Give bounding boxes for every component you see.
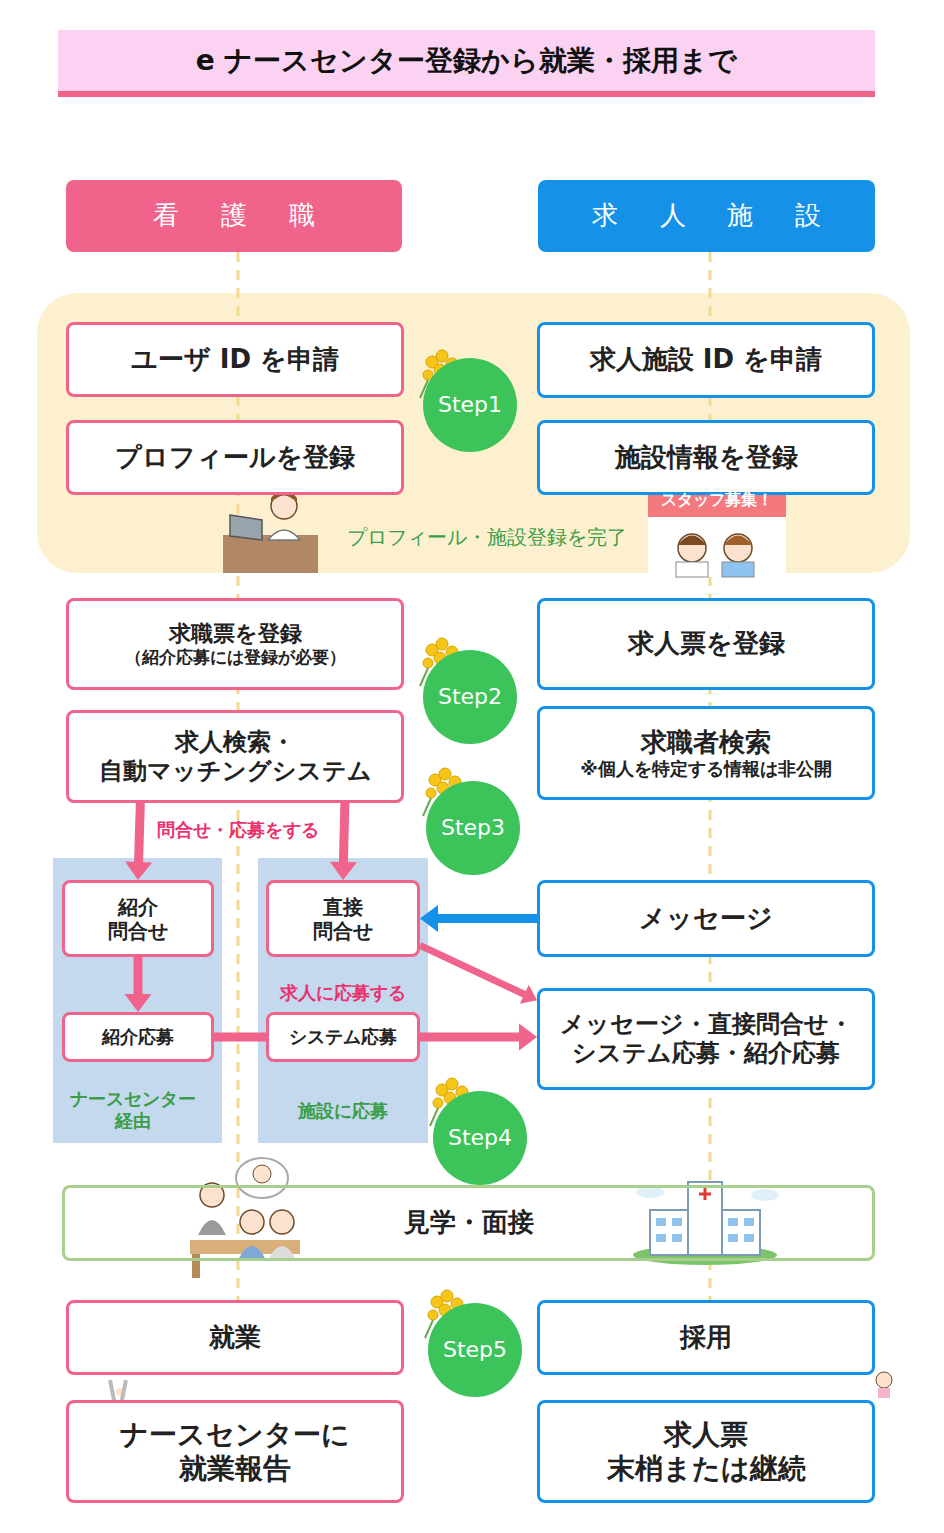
step-circle: Step1	[423, 358, 517, 452]
node-text: 直接 問合せ	[308, 895, 378, 943]
process-box: メッセージ	[537, 880, 875, 957]
staff-sign	[648, 487, 786, 577]
process-box: ナースセンターに 就業報告	[66, 1400, 404, 1503]
stage-band: 見学・面接	[62, 1185, 875, 1261]
step-band: プロフィール・施設登録を完了 ユーザ ID を申請 求人施設 ID を申請 Step1…	[37, 293, 910, 573]
node-text: メッセージ	[639, 903, 773, 934]
route-panel: ナースセンター 経由 紹介 問合せ紹介応募	[53, 858, 222, 1143]
process-box: 就業	[66, 1300, 404, 1375]
title-band	[58, 30, 875, 92]
step-circle: Step3	[426, 781, 520, 875]
node-text: 求人票 末梢または継続	[596, 1418, 816, 1485]
process-box: ユーザ ID を申請	[66, 322, 404, 397]
node-subtext: （紹介応募には登録が必要）	[125, 647, 346, 667]
node-text: プロフィールを登録	[115, 442, 355, 473]
node-text: 求人施設	[592, 200, 862, 231]
node-text: ナースセンター 経由	[63, 1088, 203, 1131]
panel-fill	[53, 858, 222, 1143]
node-text: 求人検索・ 自動マッチングシステム	[77, 728, 393, 786]
flow-arrow	[214, 1037, 266, 1038]
node-text: Step3	[441, 815, 505, 841]
node-text: 求職者検索	[641, 727, 771, 758]
process-box: 求人施設 ID を申請	[537, 322, 875, 398]
flow-arrow	[125, 957, 152, 1012]
node-text: 施設情報を登録	[615, 442, 798, 473]
diagram-title: e ナースセンター登録から就業・採用まで	[58, 30, 875, 92]
node-text: 求職票を登録	[169, 621, 302, 647]
node-text: 採用	[680, 1322, 732, 1353]
staff-group	[876, 1372, 892, 1398]
node-text: プロフィール・施設登録を完了	[327, 525, 647, 549]
node-text: 紹介応募	[102, 1026, 174, 1048]
node-text: 就業	[209, 1322, 261, 1353]
process-box: システム応募	[266, 1012, 420, 1062]
node-text: 紹介 問合せ	[103, 895, 173, 943]
node-text: Step5	[443, 1337, 507, 1363]
column-header: 看護職	[66, 180, 402, 252]
panel-fill	[258, 858, 428, 1143]
flow-arrow	[125, 803, 152, 880]
column-header: 求人施設	[538, 180, 875, 252]
flow-arrow	[330, 803, 357, 880]
process-box: 紹介 問合せ	[62, 880, 214, 957]
process-box: 求人検索・ 自動マッチングシステム	[66, 710, 404, 803]
flow-arrow	[420, 1023, 537, 1050]
node-text: 看護職	[153, 200, 356, 231]
arrow-note: 求人に応募する	[280, 981, 406, 1005]
process-box: プロフィールを登録	[66, 420, 404, 495]
flower-stem	[420, 380, 438, 1338]
process-box: 求人票 末梢または継続	[537, 1400, 875, 1503]
node-text: 求人施設 ID を申請	[590, 344, 822, 375]
node-text: メッセージ・直接問合せ・ システム応募・紹介応募	[556, 1010, 856, 1068]
process-box: 採用	[537, 1300, 875, 1375]
title-underline	[58, 91, 875, 97]
node-text: システム応募	[289, 1026, 397, 1048]
step-circle: Step2	[423, 650, 517, 744]
node-text: ナースセンターに 就業報告	[77, 1418, 393, 1485]
node-text: 求人票を登録	[628, 628, 785, 659]
node-text: 施設に応募	[258, 1100, 428, 1122]
process-box: 求職者検索※個人を特定する情報は非公開	[537, 706, 875, 800]
node-text: Step1	[438, 392, 502, 418]
node-text: 見学・面接	[404, 1207, 534, 1238]
sign-text: スタッフ募集！	[661, 490, 773, 511]
process-box: 紹介応募	[62, 1012, 214, 1062]
process-box: 求職票を登録（紹介応募には登録が必要）	[66, 598, 404, 690]
node-subtext: ※個人を特定する情報は非公開	[580, 758, 832, 780]
node-text: ユーザ ID を申請	[131, 344, 339, 375]
flow-arrow	[420, 945, 537, 1003]
step-circle: Step5	[428, 1303, 522, 1397]
node-text: Step4	[448, 1125, 512, 1151]
process-box: 求人票を登録	[537, 598, 875, 690]
arrow-note: 問合せ・応募をする	[157, 818, 319, 842]
process-box: 施設情報を登録	[537, 420, 875, 495]
hospital	[633, 1182, 779, 1265]
process-box: 直接 問合せ	[266, 880, 420, 957]
nurse-laptop	[223, 490, 318, 573]
node-text: Step2	[438, 684, 502, 710]
step-circle: Step4	[433, 1091, 527, 1185]
process-box: メッセージ・直接問合せ・ システム応募・紹介応募	[537, 988, 875, 1090]
flow-arrow	[420, 905, 537, 932]
